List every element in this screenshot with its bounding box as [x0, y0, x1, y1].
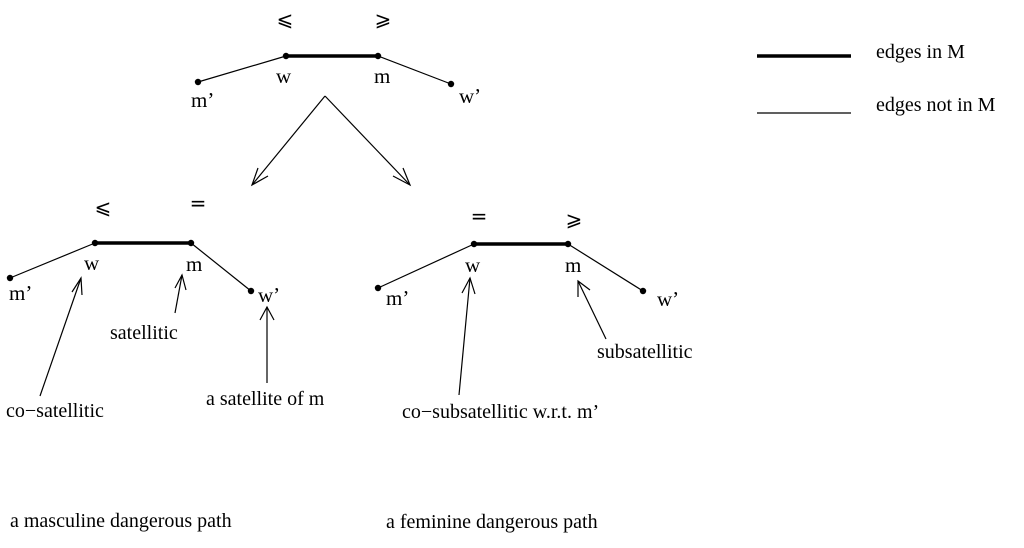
top-label-w: w: [276, 64, 292, 88]
branch-arrow-left: [251, 95, 326, 186]
legend: edges in M edges not in M: [757, 41, 996, 116]
fem-arrow-m: [577, 280, 607, 340]
top-label-w-prime: w’: [459, 84, 481, 108]
fem-edge-left: [377, 243, 475, 289]
masc-edge-right: [190, 242, 252, 292]
masc-node-m-prime: [6, 274, 14, 282]
fem-node-m: [564, 240, 572, 248]
masc-annotation-w-prime: a satellite of m: [206, 388, 325, 410]
feminine-path: = ⩾ m’ w m w’ co−subsatellitic w.r.t. m’…: [374, 204, 693, 533]
masc-arrow-w: [39, 277, 82, 397]
top-label-m-prime: m’: [191, 88, 214, 112]
masc-label-w: w: [84, 251, 100, 275]
top-node-w: [282, 52, 290, 60]
branch-arrow-right: [324, 95, 411, 186]
fem-label-w-prime: w’: [657, 287, 679, 311]
fem-sym-right: ⩾: [566, 207, 583, 231]
masc-node-m: [187, 239, 195, 247]
branch-arrow-right-head: [392, 167, 412, 187]
fem-arrow-w: [458, 277, 471, 396]
masc-node-w-prime: [247, 287, 255, 295]
masc-annotation-w: co−satellitic: [6, 400, 104, 422]
fem-arrow-w-head: [461, 276, 476, 295]
fem-label-m: m: [565, 253, 581, 277]
fem-node-m-prime: [374, 284, 382, 292]
masc-annotation-m: satellitic: [110, 322, 178, 344]
masc-arrow-w-prime-head: [259, 305, 275, 321]
masc-arrow-w-head: [71, 276, 83, 296]
masc-caption: a masculine dangerous path: [10, 510, 232, 532]
top-label-m: m: [374, 64, 390, 88]
branch-arrows: [250, 95, 412, 187]
masc-label-m-prime: m’: [9, 281, 32, 305]
branch-arrow-left-head: [250, 167, 269, 187]
fem-edge-right: [567, 243, 644, 292]
top-node-w-prime: [447, 80, 455, 88]
masc-sym-left: ⩽: [95, 195, 112, 219]
top-path: ⩽ ⩾ m’ w m w’: [191, 7, 481, 112]
masc-label-w-prime: w’: [258, 283, 280, 307]
fem-annotation-m: subsatellitic: [597, 341, 693, 363]
fem-caption: a feminine dangerous path: [386, 511, 598, 533]
legend-thick-label: edges in M: [876, 41, 965, 63]
fem-node-w-prime: [639, 287, 647, 295]
top-sym-left: ⩽: [277, 7, 294, 31]
fem-arrow-m-head: [577, 279, 591, 297]
fem-label-m-prime: m’: [386, 286, 409, 310]
masc-edge-left: [9, 242, 96, 279]
legend-thin-label: edges not in M: [876, 94, 996, 116]
top-edge-right: [377, 55, 452, 85]
top-node-m-prime: [194, 78, 202, 86]
fem-label-w: w: [465, 253, 481, 277]
masc-arrow-m: [174, 274, 183, 314]
masc-arrow-m-head: [174, 273, 187, 291]
masc-sym-right: =: [190, 191, 207, 215]
top-edge-left: [197, 55, 287, 83]
fem-sym-left: =: [471, 204, 488, 228]
top-sym-right: ⩾: [375, 7, 392, 31]
masc-node-w: [91, 239, 99, 247]
fem-node-w: [470, 240, 478, 248]
fem-annotation-w: co−subsatellitic w.r.t. m’: [402, 401, 599, 423]
top-node-m: [374, 52, 382, 60]
masc-label-m: m: [186, 252, 202, 276]
masculine-path: ⩽ = m’ w m w’ co−satellitic satellitic a…: [6, 191, 325, 532]
